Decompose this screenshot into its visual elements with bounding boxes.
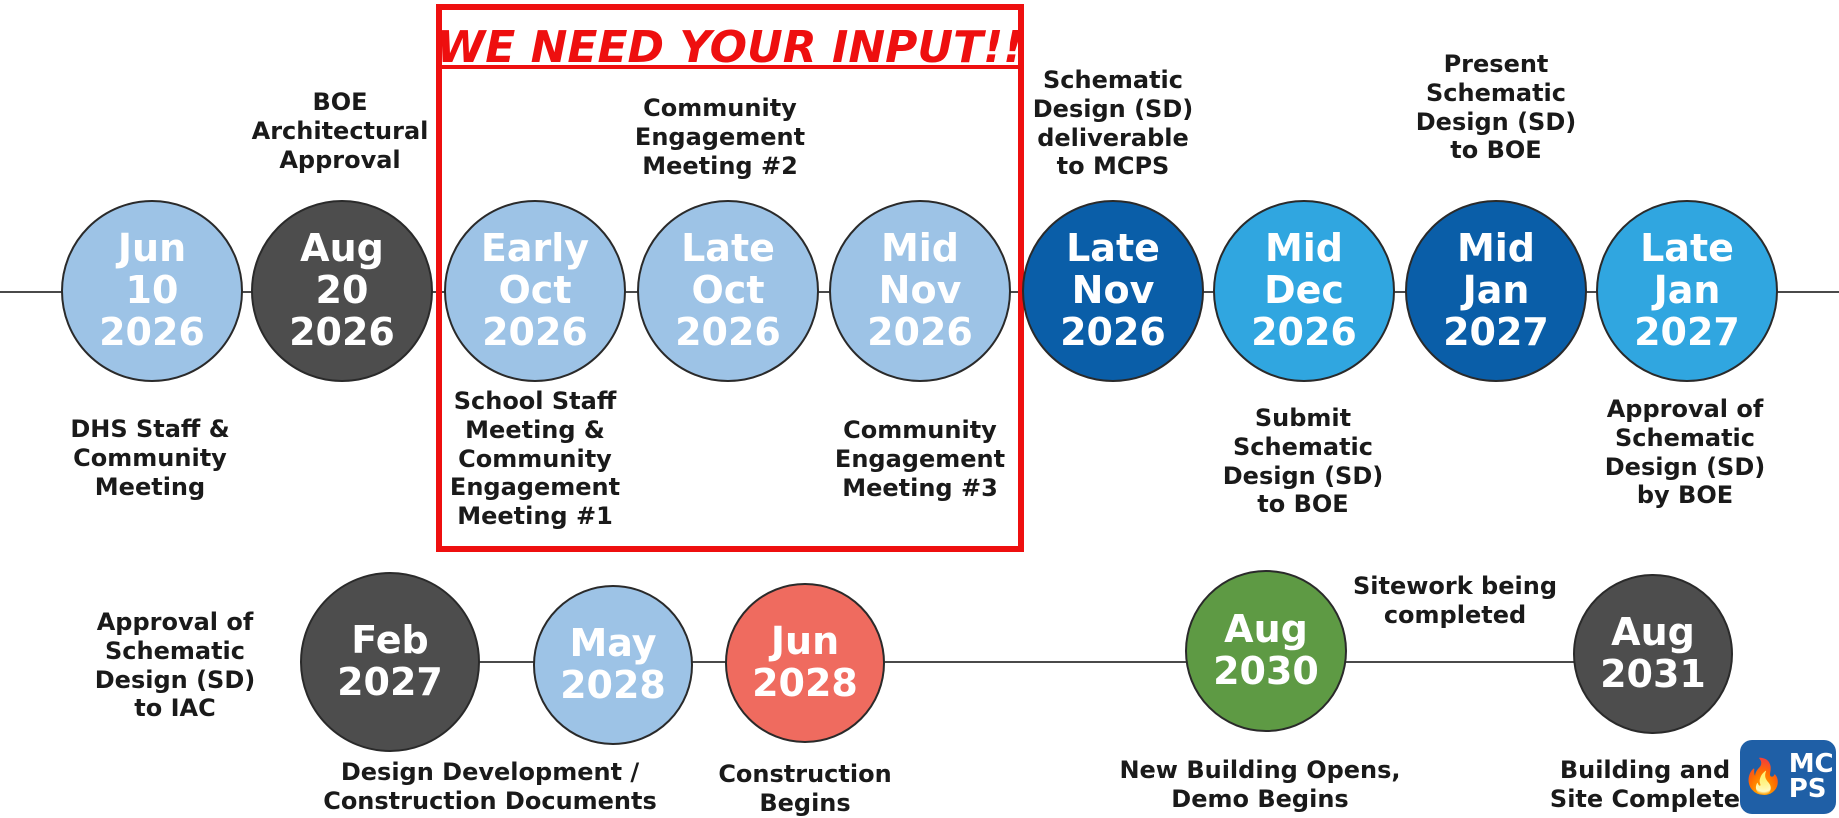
label-late-oct-2026: Community Engagement Meeting #2 [634,94,806,180]
milestone-feb-2027: Feb 2027 [300,572,480,752]
date-line: Jun [770,619,840,664]
date-line: Feb [351,618,429,663]
label-late-jan-2027: Approval of Schematic Design (SD) by BOE [1604,395,1766,510]
date-line: 2030 [1213,649,1319,693]
milestone-late-jan-2027: Late Jan 2027 [1596,200,1778,382]
bottom-timeline-line [390,661,1600,663]
date-line: 2026 [675,309,781,354]
milestone-mid-dec-2026: Mid Dec 2026 [1213,200,1395,382]
milestone-aug-2030: Aug 2030 [1185,570,1347,732]
label-late-nov-2026: Schematic Design (SD) deliverable to MCP… [1032,66,1194,181]
milestone-late-nov-2026: Late Nov 2026 [1022,200,1204,382]
date-line: 2026 [867,309,973,354]
date-line: Nov [878,268,962,313]
logo-text: MC PS [1788,749,1834,804]
date-line: Jan [1653,268,1721,313]
date-line: 2031 [1600,652,1706,696]
date-line: 2026 [99,309,205,354]
milestone-mid-nov-2026: Mid Nov 2026 [829,200,1011,382]
date-line: Oct [691,268,765,313]
label-jun-2028: Construction Begins [718,760,892,817]
label-may-2028: Design Development / Construction Docume… [323,758,657,815]
date-line: 2028 [752,661,858,705]
milestone-early-oct-2026: Early Oct 2026 [444,200,626,382]
date-line: Mid [880,226,960,271]
milestone-jun-2028: Jun 2028 [725,583,885,743]
date-line: Nov [1071,268,1155,313]
date-line: Mid [1264,226,1344,271]
date-line: 2027 [1443,309,1549,354]
date-line: Late [1066,226,1160,271]
date-line: Jun [117,226,187,271]
date-line: 10 [125,268,179,313]
date-line: 2026 [289,309,395,354]
label-mid-jan-2027: Present Schematic Design (SD) to BOE [1415,50,1577,165]
date-line: 2027 [1634,309,1740,354]
label-feb-2027: Approval of Schematic Design (SD) to IAC [94,608,256,723]
input-highlight-box [436,4,1024,552]
date-line: Late [681,226,775,271]
label-early-oct-2026: School Staff Meeting & Community Engagem… [449,387,621,531]
date-line: Dec [1264,268,1344,313]
date-line: 2026 [1060,309,1166,354]
date-line: Late [1640,226,1734,271]
date-line: Early [480,226,590,271]
milestone-aug-2026: Aug 20 2026 [251,200,433,382]
date-line: Aug [300,226,384,271]
milestone-aug-2031: Aug 2031 [1573,574,1733,734]
milestone-jun-2026: Jun 10 2026 [61,200,243,382]
flame-icon: 🔥 [1742,757,1785,797]
label-jun-2026: DHS Staff & Community Meeting [70,415,230,501]
milestone-may-2028: May 2028 [533,585,693,745]
label-aug-2031: Building and Site Complete [1549,756,1741,813]
date-line: May [569,621,657,666]
date-line: 2026 [1251,309,1357,354]
mcps-logo: 🔥 MC PS [1740,740,1836,814]
label-mid-nov-2026: Community Engagement Meeting #3 [834,416,1006,502]
label-mid-dec-2026: Submit Schematic Design (SD) to BOE [1222,404,1384,519]
date-line: 2027 [337,660,443,704]
label-aug-2030: New Building Opens, Demo Begins [1119,756,1401,813]
date-line: 20 [315,268,369,313]
milestone-mid-jan-2027: Mid Jan 2027 [1405,200,1587,382]
date-line: Oct [498,268,572,313]
date-line: Aug [1611,610,1695,655]
date-line: 2026 [482,309,588,354]
date-line: 2028 [560,663,666,707]
date-line: Jan [1462,268,1530,313]
label-aug-2026: BOE Architectural Approval [251,88,429,174]
label-sitework: Sitework being completed [1352,572,1558,629]
input-banner: WE NEED YOUR INPUT!! [436,22,1024,73]
date-line: Aug [1224,607,1308,652]
milestone-late-oct-2026: Late Oct 2026 [637,200,819,382]
date-line: Mid [1456,226,1536,271]
